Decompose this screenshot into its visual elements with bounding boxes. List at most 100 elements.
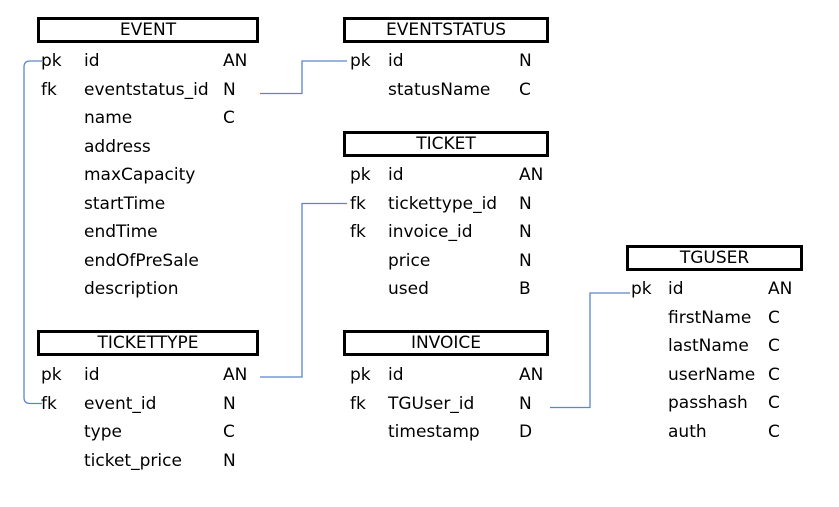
field-row: passhash C xyxy=(626,391,823,415)
field-row: price N xyxy=(343,249,569,273)
field-name: description xyxy=(84,279,179,299)
key-label: pk xyxy=(631,279,652,299)
field-name: auth xyxy=(668,421,707,442)
field-name: id xyxy=(84,365,100,385)
field-type: N xyxy=(519,222,532,242)
field-name: id xyxy=(84,51,100,71)
field-row: firstName C xyxy=(626,306,823,330)
field-name: firstName xyxy=(668,307,752,328)
field-row: endTime xyxy=(37,220,279,244)
field-row: fk eventstatus_id N xyxy=(37,78,279,102)
entity-header: EVENTSTATUS xyxy=(343,17,549,43)
key-label: fk xyxy=(41,393,57,414)
entity-header: EVENT xyxy=(37,17,259,43)
field-row: userName C xyxy=(626,363,823,387)
entity-header: TICKETTYPE xyxy=(37,330,259,356)
key-label: fk xyxy=(350,193,366,214)
field-row: statusName C xyxy=(343,78,569,102)
entity-header: TGUSER xyxy=(626,245,803,271)
field-name: passhash xyxy=(668,393,748,413)
field-type: C xyxy=(519,79,531,100)
field-type: C xyxy=(768,364,780,385)
field-name: TGUser_id xyxy=(388,393,475,414)
field-row: ticket_price N xyxy=(37,449,279,473)
key-label: fk xyxy=(350,393,366,414)
field-name: type xyxy=(84,422,122,442)
field-name: price xyxy=(388,250,431,271)
field-type: C xyxy=(223,422,235,442)
field-row: startTime xyxy=(37,192,279,216)
field-name: statusName xyxy=(388,79,491,100)
field-row: fk tickettype_id N xyxy=(343,192,569,216)
field-name: id xyxy=(388,165,404,185)
field-name: used xyxy=(388,279,429,299)
field-row: fk invoice_id N xyxy=(343,220,569,244)
field-type: N xyxy=(519,250,532,271)
field-name: event_id xyxy=(84,393,157,414)
field-name: timestamp xyxy=(388,422,480,442)
field-row: auth C xyxy=(626,420,823,444)
field-name: address xyxy=(84,136,151,157)
field-name: tickettype_id xyxy=(388,193,498,214)
field-type: B xyxy=(519,279,531,299)
field-type: C xyxy=(768,336,780,356)
key-label: pk xyxy=(350,165,371,185)
field-name: eventstatus_id xyxy=(84,79,209,100)
field-row: name C xyxy=(37,106,279,130)
field-type: N xyxy=(519,193,532,214)
field-name: lastName xyxy=(668,336,749,356)
field-type: AN xyxy=(768,279,793,299)
key-label: fk xyxy=(350,222,366,242)
field-name: userName xyxy=(668,364,756,385)
field-name: id xyxy=(388,365,404,385)
field-name: id xyxy=(388,51,404,71)
field-type: C xyxy=(768,393,780,413)
field-type: AN xyxy=(223,365,248,385)
field-name: ticket_price xyxy=(84,450,182,471)
key-label: pk xyxy=(350,51,371,71)
field-type: N xyxy=(223,450,236,471)
field-type: C xyxy=(223,108,235,128)
key-label: pk xyxy=(41,51,62,71)
field-name: id xyxy=(668,279,684,299)
field-row: address xyxy=(37,135,279,159)
field-type: N xyxy=(519,393,532,414)
key-label: fk xyxy=(41,79,57,100)
field-row: timestamp D xyxy=(343,420,569,444)
field-row: maxCapacity xyxy=(37,163,279,187)
field-type: N xyxy=(519,51,532,71)
field-name: endOfPreSale xyxy=(84,250,199,271)
entity-header: TICKET xyxy=(343,131,549,157)
field-type: AN xyxy=(519,365,544,385)
field-name: invoice_id xyxy=(388,222,473,242)
field-type: AN xyxy=(223,51,248,71)
connector-invoice-tguser xyxy=(550,292,630,409)
field-type: N xyxy=(223,79,236,100)
field-type: N xyxy=(223,393,236,414)
field-type: D xyxy=(519,422,533,442)
field-type: AN xyxy=(519,165,544,185)
field-name: startTime xyxy=(84,193,166,214)
field-type: C xyxy=(768,421,780,442)
field-name: name xyxy=(84,108,133,128)
field-row: fk event_id N xyxy=(37,392,279,416)
field-row: used B xyxy=(343,277,569,301)
key-label: pk xyxy=(350,365,371,385)
field-row: type C xyxy=(37,420,279,444)
field-row: fk TGUser_id N xyxy=(343,392,569,416)
field-row: lastName C xyxy=(626,334,823,358)
field-row: pk id AN xyxy=(37,49,279,73)
field-name: endTime xyxy=(84,222,158,242)
field-row: description xyxy=(37,277,279,301)
field-row: pk id AN xyxy=(37,363,279,387)
field-row: endOfPreSale xyxy=(37,249,279,273)
key-label: pk xyxy=(41,365,62,385)
field-name: maxCapacity xyxy=(84,165,196,185)
field-type: C xyxy=(768,307,780,328)
entity-header: INVOICE xyxy=(343,330,549,356)
